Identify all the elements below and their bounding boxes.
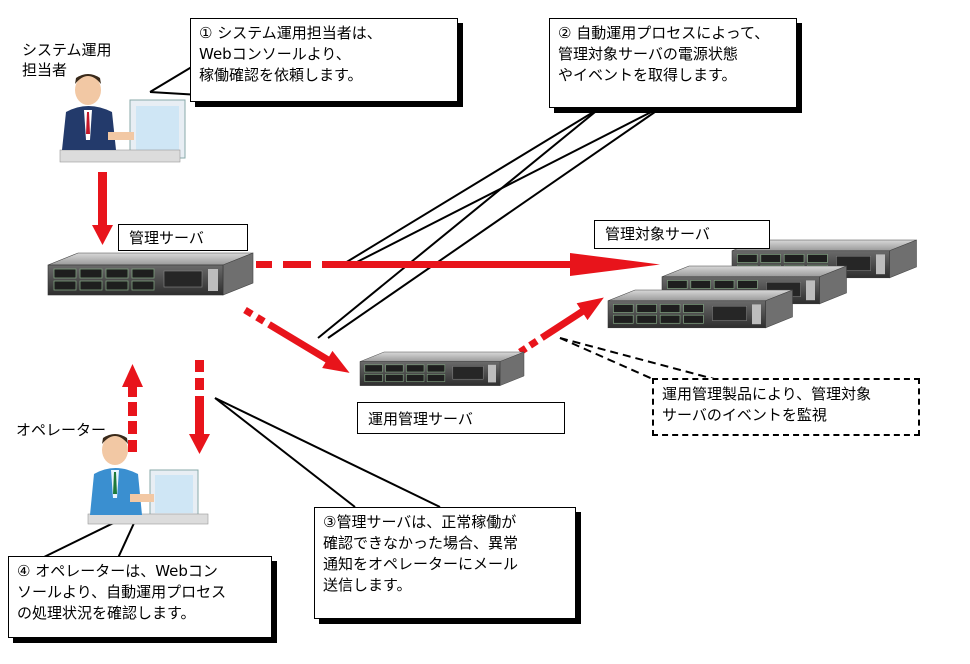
callout-step2: ② 自動運用プロセスによって、 管理対象サーバの電源状態 やイベントを取得します… — [549, 18, 797, 108]
sysadmin-label: システム運用 担当者 — [22, 41, 112, 79]
ops-mgmt-server-label: 運用管理サーバ — [357, 402, 565, 434]
monitor-pointers — [559, 337, 719, 381]
callout-step3: ③管理サーバは、正常稼働が 確認できなかった場合、異常 通知をオペレーターにメー… — [314, 507, 576, 619]
callout-monitor: 運用管理製品により、管理対象 サーバのイベントを監視 — [652, 378, 920, 436]
mgmt-server-label: 管理サーバ — [118, 224, 248, 251]
callout3-pointers — [214, 397, 441, 508]
callout-step4: ④ オペレーターは、Webコン ソールより、自動運用プロセス の処理状況を確認し… — [8, 556, 272, 638]
target-servers-label: 管理対象サーバ — [594, 220, 770, 249]
ops-mgmt-server-icon — [359, 351, 525, 387]
operator-label: オペレーター — [16, 421, 107, 439]
callout2-pointers — [317, 104, 666, 339]
target-server-icon-1 — [607, 289, 793, 329]
red-arrows — [92, 172, 660, 454]
mgmt-server-icon — [47, 252, 254, 296]
sysadmin-person-icon — [59, 74, 186, 163]
operator-person-icon — [87, 434, 209, 525]
callout-step1: ① システム運用担当者は、 Webコンソールより、 稼働確認を依頼します。 — [190, 18, 458, 102]
